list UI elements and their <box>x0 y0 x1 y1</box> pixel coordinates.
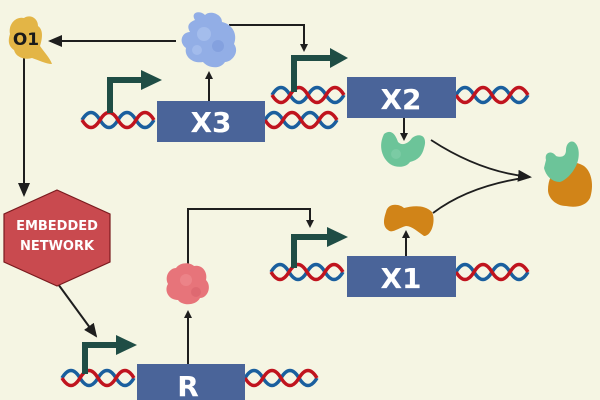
dna-strand <box>80 110 156 130</box>
gene-box-x2 <box>347 77 456 118</box>
gene-module-x2: X2 <box>270 48 530 141</box>
edge-r-to-x1-promoter <box>187 208 314 265</box>
dna-strand <box>454 85 530 105</box>
promoter-arrow-icon <box>107 70 162 113</box>
protein-x1-icon <box>384 204 434 236</box>
gene-label-x3: X3 <box>190 106 231 139</box>
dna-strand <box>243 368 319 388</box>
dna-strand <box>269 262 345 282</box>
embedded-network-node: EMBEDDED NETWORK <box>3 189 111 287</box>
gene-module-x1: X1 <box>269 227 530 297</box>
gene-module-r: R <box>60 310 319 400</box>
network-label-line2: NETWORK <box>20 239 95 254</box>
gene-label-x1: X1 <box>380 262 421 295</box>
protein-x3-icon <box>181 12 237 68</box>
gene-box-x1 <box>347 256 456 297</box>
network-label-line1: EMBEDDED <box>16 219 98 234</box>
output-o1-icon <box>8 16 52 65</box>
edge-x1-to-complex <box>432 176 531 214</box>
dna-strand <box>60 368 136 388</box>
promoter-arrow-icon <box>291 48 348 92</box>
edge-network-to-r-promoter <box>57 283 98 338</box>
gene-label-x2: X2 <box>380 83 421 116</box>
edge-x3-to-x2-promoter <box>229 24 308 52</box>
gene-box-x3 <box>157 101 265 142</box>
promoter-arrow-icon <box>82 335 137 374</box>
dna-strand <box>263 110 339 130</box>
promoter-arrow-icon <box>291 227 348 268</box>
gene-module-x3: X3 <box>80 70 339 142</box>
protein-complex-x1-x2-icon <box>544 141 592 207</box>
output-o1: O1 <box>8 16 52 65</box>
gene-label-r: R <box>177 370 199 400</box>
edge-x2-to-complex <box>430 139 532 182</box>
protein-r-icon <box>166 263 209 305</box>
protein-x2-icon <box>381 131 426 167</box>
gene-box-r <box>137 364 245 400</box>
dna-strand <box>454 262 530 282</box>
output-o1-label: O1 <box>13 30 39 50</box>
dna-strand <box>270 85 346 105</box>
hexagon-icon <box>3 189 111 287</box>
